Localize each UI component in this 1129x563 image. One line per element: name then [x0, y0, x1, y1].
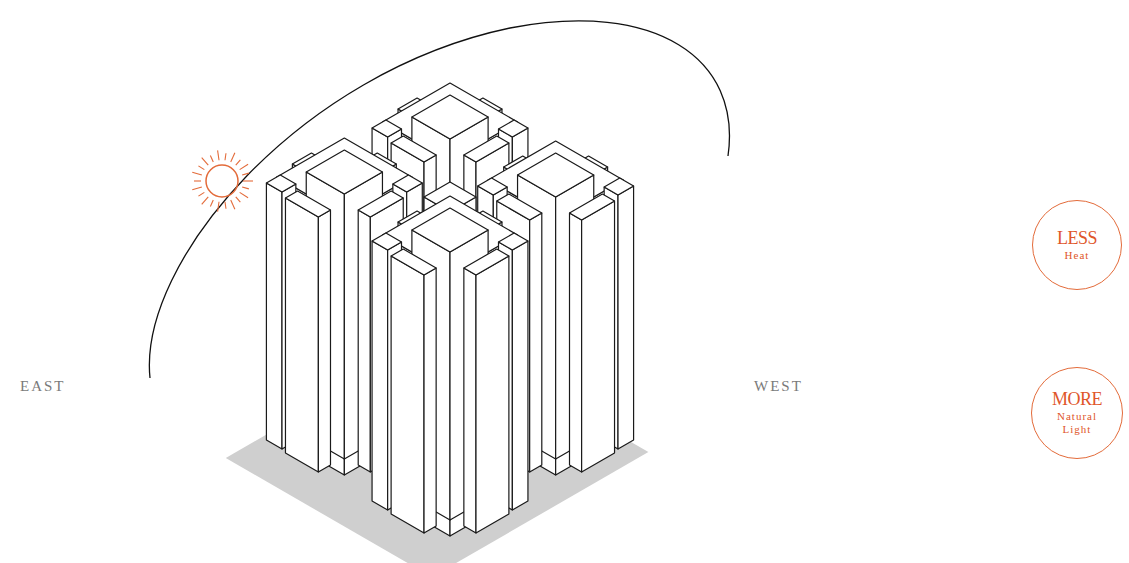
- direction-label: WEST: [754, 378, 803, 395]
- sun-ray: [202, 197, 209, 205]
- sun-ray: [210, 156, 213, 162]
- sun-ray: [218, 150, 219, 160]
- block-face: [604, 178, 633, 195]
- block-face: [424, 268, 436, 533]
- block-face: [318, 210, 330, 472]
- block-face: [497, 194, 542, 220]
- block-face: [391, 256, 424, 533]
- block-face: [358, 210, 370, 472]
- sun-ray: [231, 200, 235, 209]
- tower-block: [391, 249, 436, 533]
- block-face: [570, 194, 615, 220]
- tower-block: [382, 196, 517, 536]
- block-face: [266, 183, 282, 449]
- sun-ray: [198, 166, 204, 170]
- block-face: [498, 120, 527, 137]
- block-face: [412, 95, 488, 139]
- sun-ray: [210, 200, 213, 206]
- benefit-detail: Natural Light: [1046, 410, 1108, 435]
- block-face: [372, 120, 401, 137]
- block-face: [478, 178, 507, 195]
- benefit-circle: LESS Heat: [1032, 200, 1122, 290]
- block-face: [306, 150, 382, 194]
- tower-block: [464, 249, 509, 533]
- tower-block: [285, 191, 330, 472]
- sun-ray: [202, 158, 209, 166]
- block-face: [464, 249, 509, 275]
- block-face: [530, 213, 542, 472]
- sun-ray: [236, 160, 241, 165]
- block-face: [476, 256, 509, 533]
- sun-ray: [192, 172, 202, 175]
- sun-ray: [242, 173, 249, 175]
- direction-label: EAST: [20, 378, 66, 395]
- block-face: [464, 136, 509, 162]
- block-face: [570, 213, 582, 472]
- block-face: [393, 175, 422, 192]
- benefit-heading: MORE: [1052, 390, 1102, 408]
- block-face: [372, 241, 388, 510]
- block-face: [391, 136, 436, 162]
- sun-ray: [240, 192, 248, 197]
- sun-ray: [236, 197, 241, 202]
- sun-ray: [242, 187, 249, 189]
- benefit-circle: MORE Natural Light: [1031, 367, 1123, 459]
- block-face: [266, 175, 295, 192]
- sun-ray: [243, 180, 253, 181]
- tower-cluster: [226, 83, 649, 563]
- sun-ray: [194, 180, 201, 181]
- block-face: [582, 201, 615, 472]
- sun-ray: [192, 187, 202, 190]
- sun-disc: [206, 165, 238, 197]
- benefit-heading: LESS: [1057, 229, 1097, 247]
- sun-ray: [231, 153, 235, 162]
- block-face: [358, 191, 403, 217]
- block-face: [391, 249, 436, 275]
- block-face: [464, 268, 476, 533]
- block-face: [285, 191, 330, 217]
- block-face: [498, 233, 527, 250]
- sun-ray: [224, 153, 226, 160]
- block-face: [372, 233, 401, 250]
- block-face: [512, 241, 528, 510]
- sun-ray: [240, 164, 248, 169]
- tower-block: [570, 194, 615, 472]
- block-face: [518, 153, 594, 197]
- sun-ray: [224, 202, 226, 209]
- block-face: [285, 198, 318, 472]
- benefit-detail: Heat: [1065, 249, 1090, 262]
- sun-ray: [198, 192, 204, 196]
- sun-symbol: [192, 150, 253, 211]
- block-face: [618, 186, 634, 449]
- block-face: [412, 208, 488, 252]
- sun-ray: [218, 202, 219, 212]
